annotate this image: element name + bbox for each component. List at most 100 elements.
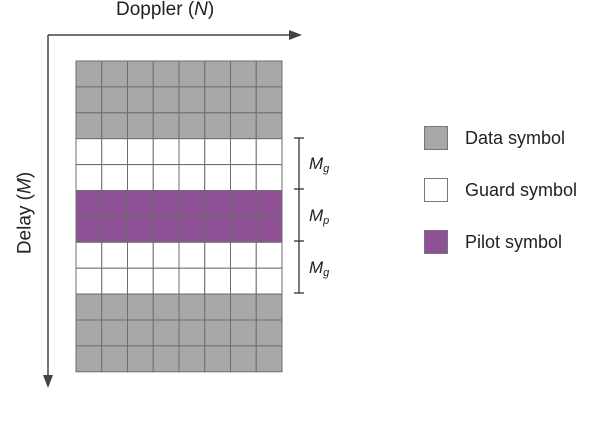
legend-item-pilot: Pilot symbol	[424, 229, 562, 255]
pilot-symbol-cell	[152, 190, 180, 217]
data-symbol-cell	[178, 293, 206, 321]
guard-swatch	[424, 178, 448, 202]
data-symbol-cell	[101, 60, 128, 88]
data-symbol-cell	[152, 60, 180, 88]
data-symbol-cell	[230, 60, 257, 88]
pilot-symbol-cell	[152, 215, 180, 243]
guard-symbol-cell	[178, 241, 206, 269]
guard-symbol-cell	[204, 267, 231, 295]
data-symbol-cell	[230, 319, 257, 347]
data-symbol-cell	[178, 112, 206, 140]
data-symbol-cell	[75, 345, 103, 373]
pilot-symbol-cell	[204, 190, 231, 217]
legend-item-guard: Guard symbol	[424, 177, 577, 203]
data-symbol-cell	[230, 112, 257, 140]
data-symbol-cell	[75, 60, 103, 88]
data-symbol-cell	[204, 112, 231, 140]
pilot-symbol-cell	[178, 215, 206, 243]
guard-symbol-cell	[255, 267, 283, 295]
data-symbol-cell	[204, 60, 231, 88]
data-symbol-cell	[178, 319, 206, 347]
guard-symbol-cell	[152, 138, 180, 166]
pilot-symbol-cell	[204, 215, 231, 243]
data-symbol-cell	[152, 112, 180, 140]
legend-label-data: Data symbol	[465, 127, 566, 148]
guard-symbol-cell	[75, 164, 103, 192]
data-symbol-cell	[127, 86, 154, 114]
data-symbol-cell	[127, 112, 154, 140]
data-symbol-cell	[75, 112, 103, 140]
legend-label-pilot: Pilot symbol	[465, 231, 563, 252]
guard-symbol-cell	[230, 138, 257, 166]
data-symbol-cell	[75, 86, 103, 114]
guard-symbol-cell	[204, 164, 231, 192]
symbol-grid	[75, 60, 283, 373]
data-symbol-cell	[178, 60, 206, 88]
axes	[43, 30, 302, 388]
data-symbol-cell	[75, 293, 103, 321]
data-symbol-cell	[255, 293, 283, 321]
data-symbol-cell	[127, 345, 154, 373]
guard-symbol-cell	[255, 241, 283, 269]
guard-bracket-label-top: Mg	[309, 154, 330, 175]
doppler-axis-title: Doppler (N)	[116, 0, 215, 20]
guard-symbol-cell	[101, 138, 128, 166]
guard-symbol-cell	[204, 138, 231, 166]
data-symbol-cell	[152, 319, 180, 347]
delay-axis-arrowhead	[43, 375, 53, 388]
guard-symbol-cell	[127, 164, 154, 192]
pilot-symbol-cell	[255, 190, 283, 217]
guard-bracket-label-bottom: Mg	[309, 258, 330, 279]
guard-symbol-cell	[152, 241, 180, 269]
data-symbol-cell	[230, 293, 257, 321]
data-symbol-cell	[127, 319, 154, 347]
pilot-symbol-cell	[255, 215, 283, 243]
guard-symbol-cell	[230, 164, 257, 192]
pilot-swatch	[424, 230, 448, 254]
data-symbol-cell	[204, 86, 231, 114]
data-swatch	[424, 126, 448, 150]
guard-symbol-cell	[230, 267, 257, 295]
pilot-symbol-cell	[178, 190, 206, 217]
pilot-symbol-cell	[101, 215, 128, 243]
data-symbol-cell	[255, 345, 283, 373]
guard-symbol-cell	[178, 164, 206, 192]
data-symbol-cell	[204, 345, 231, 373]
doppler-axis-arrowhead	[289, 30, 302, 40]
data-symbol-cell	[101, 319, 128, 347]
legend-item-data: Data symbol	[424, 125, 565, 151]
pilot-symbol-cell	[75, 190, 103, 217]
data-symbol-cell	[230, 345, 257, 373]
guard-symbol-cell	[127, 241, 154, 269]
guard-symbol-cell	[75, 267, 103, 295]
guard-symbol-cell	[178, 138, 206, 166]
spacing-brackets	[294, 137, 304, 294]
pilot-symbol-cell	[127, 215, 154, 243]
pilot-symbol-cell	[75, 215, 103, 243]
guard-symbol-cell	[255, 164, 283, 192]
pilot-bracket-label: Mp	[309, 206, 330, 227]
guard-symbol-cell	[75, 138, 103, 166]
data-symbol-cell	[255, 86, 283, 114]
guard-symbol-cell	[127, 138, 154, 166]
data-symbol-cell	[101, 86, 128, 114]
guard-symbol-cell	[255, 138, 283, 166]
data-symbol-cell	[204, 293, 231, 321]
data-symbol-cell	[101, 112, 128, 140]
guard-symbol-cell	[101, 164, 128, 192]
pilot-symbol-cell	[127, 190, 154, 217]
legend-label-guard: Guard symbol	[465, 179, 578, 200]
guard-symbol-cell	[230, 241, 257, 269]
guard-symbol-cell	[204, 241, 231, 269]
guard-symbol-cell	[101, 241, 128, 269]
data-symbol-cell	[255, 319, 283, 347]
data-symbol-cell	[127, 293, 154, 321]
data-symbol-cell	[75, 319, 103, 347]
guard-symbol-cell	[75, 241, 103, 269]
pilot-symbol-cell	[101, 190, 128, 217]
data-symbol-cell	[178, 345, 206, 373]
guard-symbol-cell	[127, 267, 154, 295]
data-symbol-cell	[255, 60, 283, 88]
delay-axis-title: Delay (M)	[14, 171, 36, 255]
